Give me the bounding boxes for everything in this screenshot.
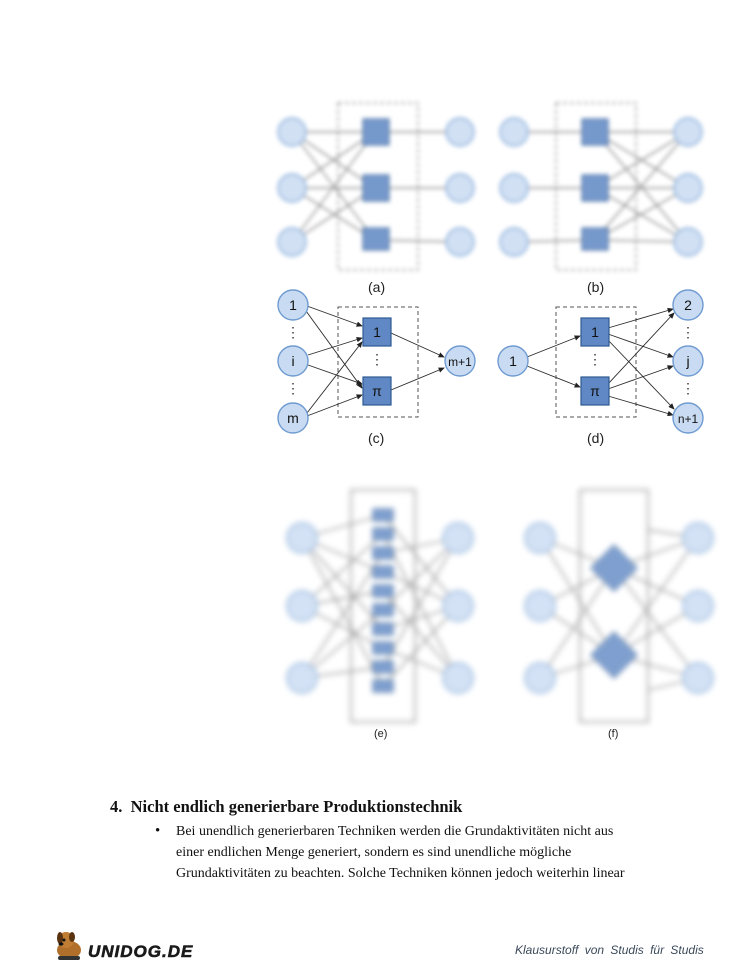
process-box bbox=[372, 660, 394, 674]
node-d-output-j-label: j bbox=[685, 353, 689, 369]
node-d-output-n1-label: n+1 bbox=[678, 412, 699, 426]
bullet-marker: • bbox=[155, 823, 161, 839]
edge bbox=[301, 609, 384, 679]
edge bbox=[301, 552, 384, 679]
caption-e: (e) bbox=[374, 728, 387, 740]
dots: ⋮ bbox=[286, 380, 300, 396]
edge bbox=[301, 537, 384, 630]
bullet-paragraph: Bei unendlich generierbaren Techniken we… bbox=[176, 821, 656, 884]
dots: ⋮ bbox=[681, 324, 695, 340]
dog-icon bbox=[57, 932, 81, 960]
process-box bbox=[372, 546, 394, 560]
dots: ⋮ bbox=[588, 351, 602, 367]
figure-f bbox=[524, 489, 714, 723]
edge bbox=[382, 605, 459, 687]
figure-b bbox=[499, 102, 703, 271]
node-d-output-j bbox=[672, 345, 704, 377]
node-d-input-label: 1 bbox=[509, 353, 517, 369]
section-number: 4. bbox=[110, 797, 123, 816]
node-c-input-i-label: i bbox=[291, 353, 294, 369]
node-c-output-label: m+1 bbox=[448, 355, 472, 369]
input-node bbox=[286, 522, 318, 554]
caption-d: (d) bbox=[587, 430, 604, 446]
process-box bbox=[372, 641, 394, 655]
process-box bbox=[372, 679, 394, 693]
node-c-input-i bbox=[277, 345, 309, 377]
input-node bbox=[286, 590, 318, 622]
process-d-pi bbox=[580, 376, 610, 406]
edge bbox=[382, 514, 459, 607]
process-box bbox=[372, 508, 394, 522]
figure-e-nodes bbox=[286, 508, 474, 694]
figure-c: 1 ⋮ i ⋮ m 1 ⋮ π m+1 (c) bbox=[277, 289, 476, 446]
edge bbox=[382, 537, 459, 668]
output-node bbox=[442, 590, 474, 622]
node-d-output-n1 bbox=[672, 402, 704, 434]
process-c-1 bbox=[362, 317, 392, 347]
figure-ab: (a) (b) bbox=[277, 102, 703, 295]
footer-tagline: Klausurstoff von Studis für Studis bbox=[515, 943, 704, 957]
process-c-pi-label: π bbox=[372, 383, 382, 399]
edge bbox=[382, 533, 459, 679]
caption-a: (a) bbox=[368, 279, 385, 295]
process-c-1-label: 1 bbox=[373, 324, 381, 340]
bullet-line: einer endlichen Menge generiert, sondern… bbox=[176, 845, 572, 860]
edge bbox=[382, 537, 459, 611]
node-c-input-m bbox=[277, 402, 309, 434]
process-box bbox=[372, 565, 394, 579]
process-d-1-label: 1 bbox=[591, 324, 599, 340]
node-d-output-2-label: 2 bbox=[684, 297, 692, 313]
section-heading: 4. Nicht endlich generierbare Produktion… bbox=[110, 797, 462, 817]
figure-e-edges bbox=[301, 514, 459, 687]
dots: ⋮ bbox=[681, 380, 695, 396]
section-title: Nicht endlich generierbare Produktionste… bbox=[130, 797, 463, 816]
process-box bbox=[372, 527, 394, 541]
node-c-input-1-label: 1 bbox=[289, 297, 297, 313]
process-box bbox=[372, 622, 394, 636]
dots: ⋮ bbox=[370, 351, 384, 367]
output-node bbox=[442, 522, 474, 554]
caption-b: (b) bbox=[587, 279, 604, 295]
edge bbox=[382, 590, 459, 679]
figure-ef: (e) (f) bbox=[286, 489, 714, 740]
node-c-input-1 bbox=[277, 289, 309, 321]
caption-f: (f) bbox=[608, 728, 618, 740]
figure-a bbox=[277, 102, 475, 271]
process-box bbox=[372, 584, 394, 598]
edge bbox=[301, 533, 384, 607]
bullet-line: Bei unendlich generierbaren Techniken we… bbox=[176, 824, 614, 839]
unidog-logo: UNIDOG.DE bbox=[52, 926, 193, 962]
process-box bbox=[372, 603, 394, 617]
process-d-pi-label: π bbox=[590, 383, 600, 399]
figure-cd: 1 ⋮ i ⋮ m 1 ⋮ π m+1 (c) 1 1 ⋮ π 2 ⋮ bbox=[277, 289, 704, 446]
node-c-input-m-label: m bbox=[287, 410, 299, 426]
logo-text: UNIDOG.DE bbox=[88, 942, 194, 962]
figure-d: 1 1 ⋮ π 2 ⋮ j ⋮ n+1 (d) bbox=[497, 289, 704, 446]
bullet-line: Grundaktivitäten zu beachten. Solche Tec… bbox=[176, 866, 625, 881]
node-d-output-2 bbox=[672, 289, 704, 321]
node-c-output bbox=[444, 345, 476, 377]
edge bbox=[301, 537, 384, 687]
figure-e bbox=[286, 489, 474, 723]
output-node bbox=[442, 662, 474, 694]
node-d-input bbox=[497, 345, 529, 377]
input-node bbox=[286, 662, 318, 694]
process-c-pi bbox=[362, 376, 392, 406]
dots: ⋮ bbox=[286, 324, 300, 340]
caption-c: (c) bbox=[368, 430, 384, 446]
process-d-1 bbox=[580, 317, 610, 347]
